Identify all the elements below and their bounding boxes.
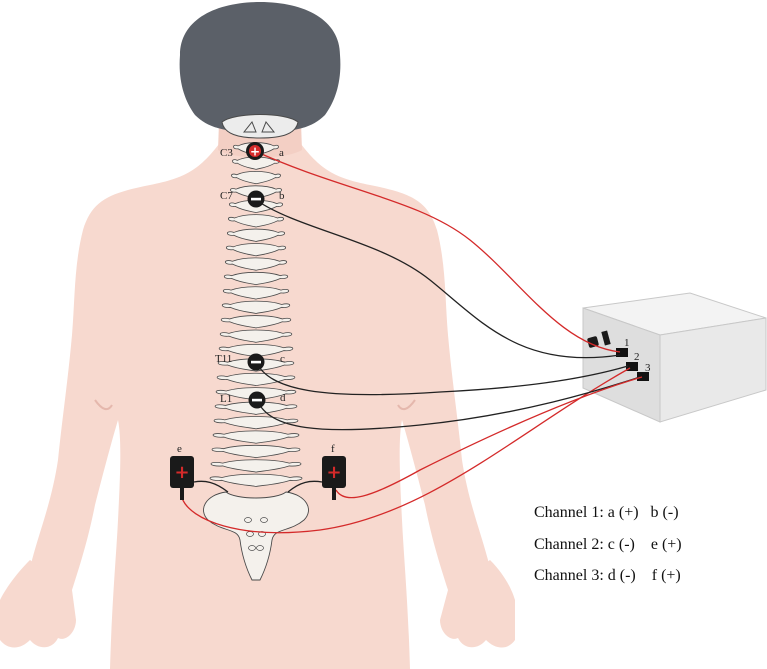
wire-d-black [256, 376, 641, 431]
port-2-jack[interactable] [626, 362, 638, 371]
sacrum-pelvis [203, 491, 309, 581]
label-c7: C7 [220, 190, 233, 202]
device-switch [601, 330, 611, 346]
hair [179, 2, 341, 132]
electrode-e-sign: + [174, 462, 189, 483]
right-hand [440, 560, 515, 648]
vertebra [209, 473, 303, 487]
port-3-jack[interactable] [637, 372, 649, 381]
vertebra [223, 271, 289, 286]
vertebra [212, 430, 300, 444]
wire-f-red [335, 376, 643, 499]
left-elbow-crease [94, 399, 113, 411]
electrode-a-sign: + [250, 145, 260, 159]
pad-e-lead [193, 480, 229, 493]
wire-a-red [254, 150, 621, 353]
labels: C3 C7 T11 L1 a b c d e f [177, 147, 335, 455]
vertebra [231, 170, 281, 185]
vertebra [221, 300, 291, 314]
label-d: d [280, 392, 286, 404]
port-1-jack[interactable] [616, 348, 628, 357]
label-f: f [331, 443, 335, 455]
vertebra [216, 372, 296, 387]
electrode-f-sign: + [326, 462, 341, 483]
legend-channel-1: Channel 1: a (+) b (-) [534, 504, 679, 521]
sacral-foramen [244, 517, 252, 523]
vertebra [218, 343, 294, 358]
wire-b-black [255, 199, 621, 359]
electrode-e-pad: + [170, 456, 194, 500]
vertebra [232, 156, 280, 170]
skull-base-detail [242, 121, 276, 133]
electrode-d [248, 391, 266, 409]
electrode-b [247, 190, 265, 208]
sacral-foramen [258, 531, 266, 537]
sacral-foramen [260, 517, 268, 523]
vertebra [224, 257, 288, 271]
label-l1: L1 [220, 393, 232, 405]
device-knob [587, 336, 599, 348]
vertebra [226, 228, 286, 242]
electrode-a: + [246, 142, 264, 160]
device-side [659, 317, 767, 423]
vertebra [222, 286, 290, 300]
stimulator-device: 1 2 3 [582, 292, 767, 423]
label-c: c [280, 353, 285, 365]
legend-channel-3: Channel 3: d (-) f (+) [534, 567, 681, 584]
vertebra [210, 459, 302, 473]
vertebra [225, 243, 287, 257]
sacral-foramen [248, 545, 256, 551]
port-1-label: 1 [624, 337, 630, 349]
legend-channel-2: Channel 2: c (-) e (+) [534, 536, 682, 553]
port-2-label: 2 [634, 351, 640, 363]
spine [203, 142, 309, 581]
vertebra [219, 329, 293, 343]
left-hand [0, 560, 76, 648]
port-3-label: 3 [645, 362, 651, 374]
skull-base [221, 114, 299, 139]
vertebra [220, 315, 292, 329]
label-a: a [279, 147, 284, 159]
electrode-f-pad: + [322, 456, 346, 500]
label-b: b [279, 190, 285, 202]
label-c3: C3 [220, 147, 233, 159]
right-elbow-crease [397, 399, 416, 411]
electrode-c [247, 353, 265, 371]
vertebra [211, 444, 301, 459]
sacral-foramen [256, 545, 264, 551]
label-t11: T11 [215, 353, 232, 365]
electrodes: + + + [170, 142, 346, 500]
label-e: e [177, 443, 182, 455]
vertebra [227, 214, 285, 228]
pad-f-lead [287, 480, 323, 493]
wire-e-red [181, 367, 631, 534]
wires [181, 150, 643, 534]
wire-c-black [255, 361, 629, 396]
